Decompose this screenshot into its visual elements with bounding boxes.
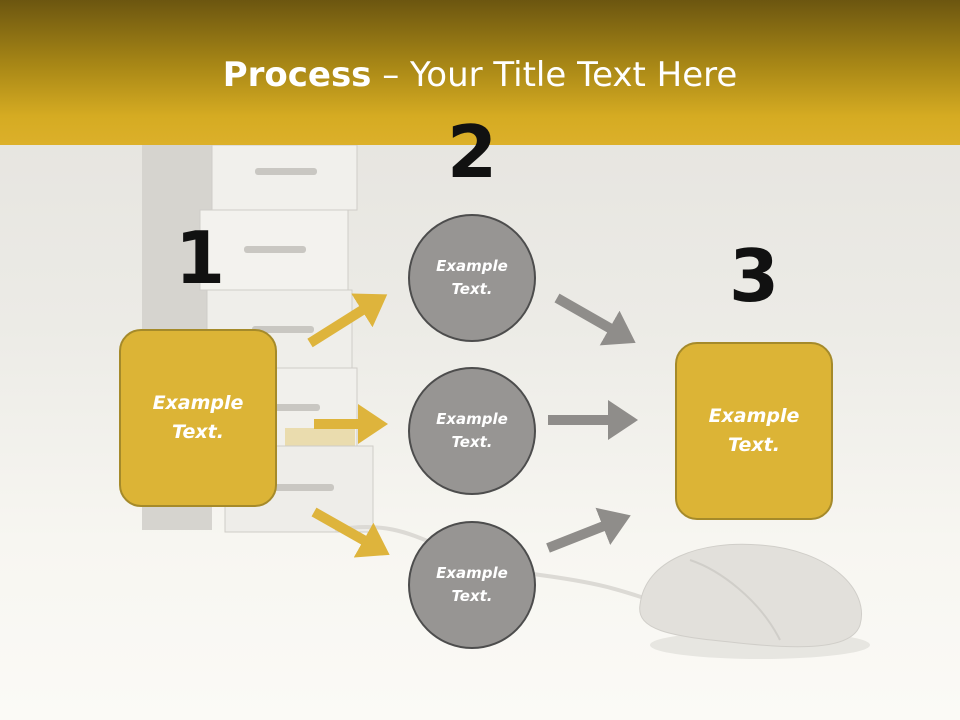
step-1-box[interactable]: Example Text.	[119, 329, 277, 507]
step-3-box[interactable]: Example Text.	[675, 342, 833, 520]
arrow-bottom-to-3	[546, 507, 631, 553]
title-bold: Process	[222, 55, 372, 95]
circle-middle[interactable]: Example Text.	[408, 367, 536, 495]
arrow-top-to-3	[554, 293, 636, 346]
step-number-2: 2	[446, 110, 498, 194]
slide-title: Process – Your Title Text Here	[0, 50, 960, 100]
circle-bottom-text: Example Text.	[436, 564, 508, 605]
step-3-text: Example Text.	[708, 405, 800, 456]
step-number-1: 1	[174, 216, 226, 300]
circle-bottom[interactable]: Example Text.	[408, 521, 536, 649]
circle-top-text: Example Text.	[436, 257, 508, 298]
arrow-1-to-bottom	[311, 507, 390, 558]
circle-middle-text: Example Text.	[436, 410, 508, 451]
header-band	[0, 0, 960, 145]
circle-top[interactable]: Example Text.	[408, 214, 536, 342]
step-number-3: 3	[728, 234, 780, 318]
step-1-text: Example Text.	[152, 392, 244, 443]
computer-mouse	[639, 543, 870, 659]
title-rest: – Your Title Text Here	[371, 55, 738, 95]
arrow-1-to-top	[307, 293, 388, 348]
